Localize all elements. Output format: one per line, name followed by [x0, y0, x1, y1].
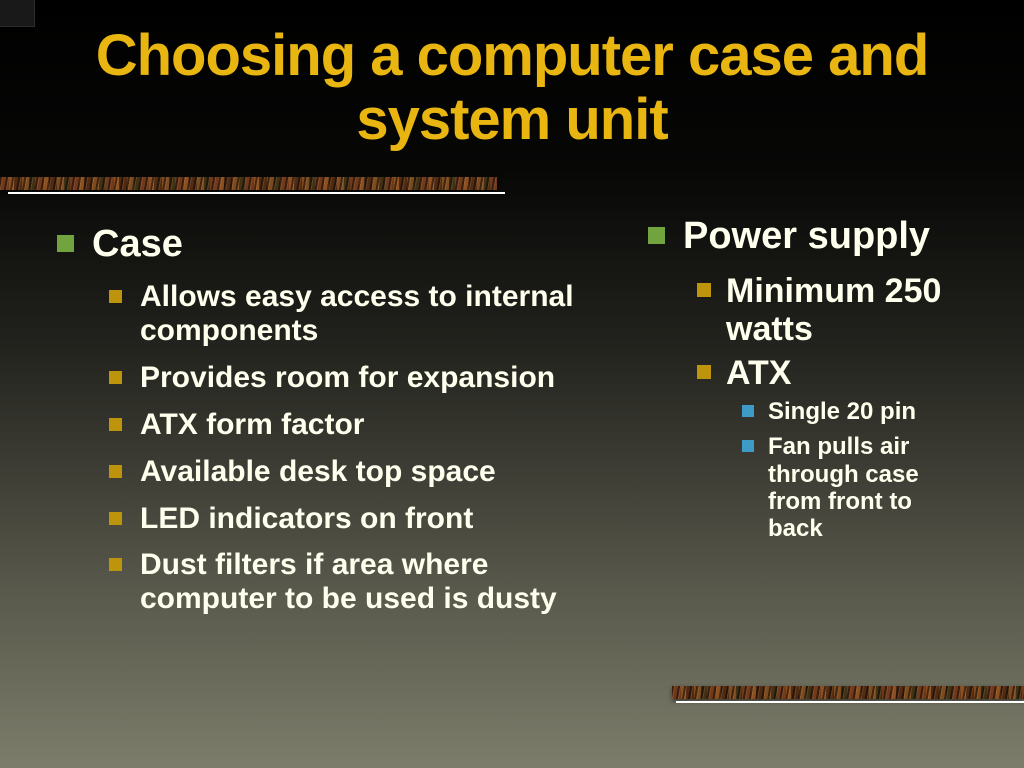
- bullet-square-icon: [109, 558, 122, 572]
- bullet-square-icon: [697, 283, 711, 298]
- list-item-text: Allows easy access to internal component…: [140, 280, 591, 347]
- slide-title: Choosing a computer case and system unit: [95, 23, 930, 152]
- list-item: LED indicators on front: [55, 502, 625, 536]
- list-item-text: Available desk top space: [140, 454, 496, 488]
- right-heading: Power supply: [645, 214, 1000, 258]
- bullet-square-icon: [648, 227, 665, 244]
- list-item-text: ATX: [726, 354, 792, 393]
- right-heading-text: Power supply: [683, 215, 931, 257]
- bullet-square-icon: [109, 464, 122, 478]
- list-item: Minimum 250 watts: [645, 272, 1000, 348]
- list-item-text: Single 20 pin: [768, 398, 917, 426]
- list-item-text: Provides room for expansion: [140, 360, 556, 394]
- bullet-square-icon: [697, 365, 711, 380]
- list-item-text: Fan pulls air through case from front to…: [768, 433, 926, 542]
- left-column: Case Allows easy access to internal comp…: [55, 222, 625, 629]
- list-item-text: Dust filters if area where computer to b…: [140, 548, 557, 616]
- list-item-text: LED indicators on front: [140, 501, 474, 535]
- right-column: Power supply Minimum 250 watts ATX Singl…: [645, 214, 1000, 550]
- list-item: Fan pulls air through case from front to…: [645, 433, 1000, 542]
- list-item: Available desk top space: [55, 455, 625, 489]
- bullet-square-icon: [742, 405, 754, 418]
- list-item: ATX form factor: [55, 408, 625, 442]
- bullet-square-icon: [109, 511, 122, 525]
- bullet-square-icon: [742, 440, 754, 453]
- list-item-text: Minimum 250 watts: [726, 272, 951, 349]
- list-item: Dust filters if area where computer to b…: [55, 548, 625, 616]
- list-item-text: ATX form factor: [140, 407, 365, 441]
- title-divider-bar: [0, 177, 505, 194]
- left-heading-text: Case: [92, 223, 183, 265]
- list-item: Single 20 pin: [645, 398, 1000, 425]
- bullet-square-icon: [109, 417, 122, 431]
- list-item: Allows easy access to internal component…: [55, 280, 625, 348]
- bullet-square-icon: [57, 235, 74, 252]
- bullet-square-icon: [109, 290, 122, 304]
- list-item: ATX: [645, 354, 1000, 392]
- footer-divider-bar: [672, 686, 1024, 703]
- list-item: Provides room for expansion: [55, 361, 625, 395]
- left-heading: Case: [55, 222, 625, 266]
- corner-decoration: [0, 0, 35, 27]
- bullet-square-icon: [109, 370, 122, 384]
